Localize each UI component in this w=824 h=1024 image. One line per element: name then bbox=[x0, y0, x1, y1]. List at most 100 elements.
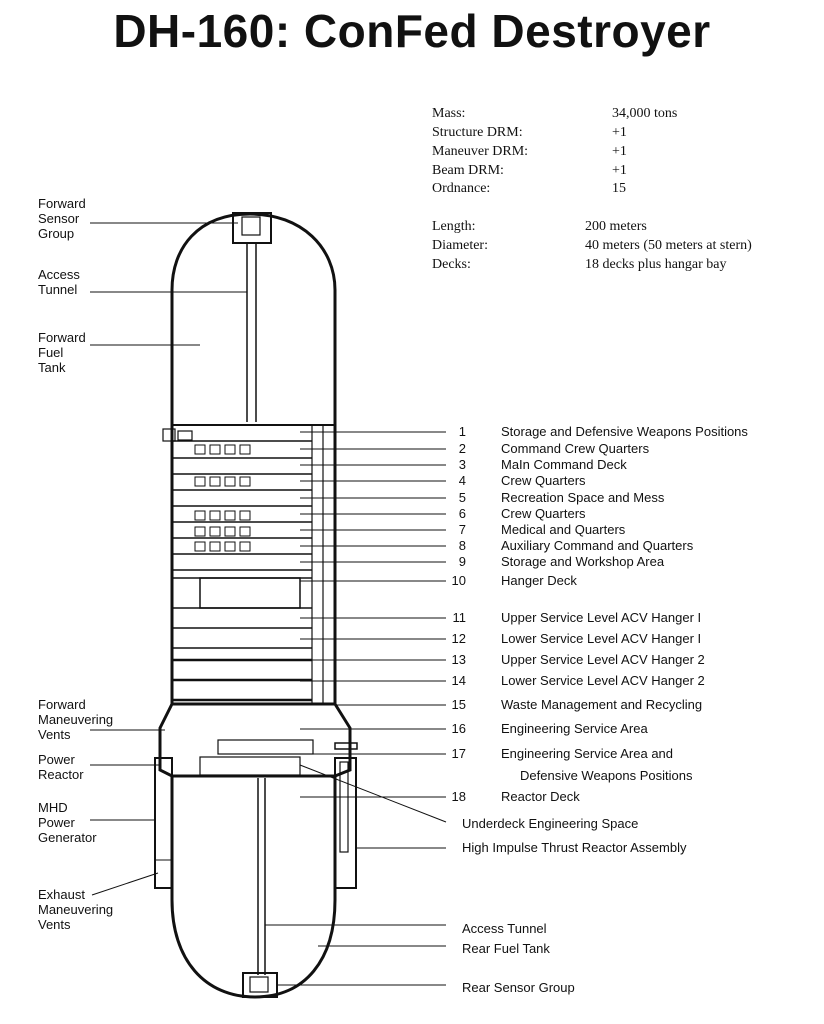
mhd-power-generator bbox=[154, 757, 173, 889]
deck-number: 14 bbox=[451, 673, 466, 688]
label-forward-fuel-tank: Forward Fuel Tank bbox=[38, 330, 86, 375]
deck-name: Upper Service Level ACV Hanger 2 bbox=[501, 652, 705, 667]
label-line: Fuel bbox=[38, 345, 64, 360]
label-line: Reactor bbox=[38, 767, 84, 782]
deck-number: 3 bbox=[458, 457, 466, 472]
stat-label-mass: Mass: bbox=[432, 106, 466, 121]
deck-number: 6 bbox=[458, 506, 466, 521]
label-line: Forward bbox=[38, 330, 86, 345]
label-access-tunnel: Access Tunnel bbox=[38, 267, 80, 297]
deck-number: 13 bbox=[451, 652, 466, 667]
leader-line bbox=[299, 764, 447, 823]
cabin-box bbox=[194, 444, 206, 455]
label-high-impulse-thrust-reactor: High Impulse Thrust Reactor Assembly bbox=[462, 840, 687, 855]
ship-stats: Mass: 34,000 tons Structure DRM: +1 Mane… bbox=[0, 0, 824, 280]
deck-name: Medical and Quarters bbox=[501, 522, 626, 537]
deck-name: Storage and Defensive Weapons Positions bbox=[501, 424, 748, 439]
deck-name: MaIn Command Deck bbox=[501, 457, 627, 472]
deck-number: 18 bbox=[451, 789, 466, 804]
page-title: DH-160: ConFed Destroyer bbox=[113, 5, 711, 57]
cabin-box bbox=[209, 510, 221, 521]
stat-label-ordnance: Ordnance: bbox=[432, 181, 491, 196]
deck-name: Command Crew Quarters bbox=[501, 441, 650, 456]
stat-value-beam-drm: +1 bbox=[612, 163, 627, 178]
deck-name: Hanger Deck bbox=[501, 573, 577, 588]
label-line: Tank bbox=[38, 360, 66, 375]
deck-17-continuation: Defensive Weapons Positions bbox=[520, 768, 693, 783]
stat-value-maneuver-drm: +1 bbox=[612, 144, 627, 159]
deck-number: 16 bbox=[451, 721, 466, 736]
hangar-bay bbox=[199, 577, 301, 609]
cabin-box bbox=[239, 510, 251, 521]
label-line: Power bbox=[38, 752, 75, 767]
deck-name: Engineering Service Area bbox=[501, 721, 648, 736]
label-line: Group bbox=[38, 226, 75, 241]
deck-name: Reactor Deck bbox=[501, 789, 580, 804]
cabin-box bbox=[224, 476, 236, 487]
label-forward-sensor-group: Forward Sensor Group bbox=[38, 196, 86, 241]
label-line: Vents bbox=[38, 917, 71, 932]
deck-name: Storage and Workshop Area bbox=[501, 554, 665, 569]
label-line: MHD bbox=[38, 800, 68, 815]
leader-line bbox=[91, 872, 159, 896]
cabin-box bbox=[194, 476, 206, 487]
deck-name: Engineering Service Area and bbox=[501, 746, 674, 761]
deck-number: 7 bbox=[458, 522, 466, 537]
deck-number: 9 bbox=[458, 554, 466, 569]
cabin-box bbox=[239, 444, 251, 455]
label-underdeck-engineering-space: Underdeck Engineering Space bbox=[462, 816, 639, 831]
engineering-section bbox=[158, 702, 352, 778]
label-line: Power bbox=[38, 815, 75, 830]
cabin-box bbox=[224, 526, 236, 537]
cabin-box bbox=[224, 444, 236, 455]
label-line: Maneuvering bbox=[38, 902, 114, 917]
stat-value-decks: 18 decks plus hangar bay bbox=[585, 257, 727, 272]
cabin-box bbox=[239, 541, 251, 552]
label-line: Sensor bbox=[38, 211, 80, 226]
cabin-box bbox=[194, 541, 206, 552]
stat-value-structure-drm: +1 bbox=[612, 125, 627, 140]
stat-label-decks: Decks: bbox=[432, 257, 471, 272]
stat-value-diameter: 40 meters (50 meters at stern) bbox=[585, 238, 752, 253]
deck-number: 10 bbox=[451, 573, 466, 588]
deck-number: 5 bbox=[458, 490, 466, 505]
label-line: Forward bbox=[38, 697, 86, 712]
deck-number: 12 bbox=[451, 631, 466, 646]
stat-label-maneuver-drm: Maneuver DRM: bbox=[432, 144, 529, 159]
cabin-box bbox=[239, 476, 251, 487]
label-line: Access bbox=[38, 267, 80, 282]
label-exhaust-maneuvering-vents: Exhaust Maneuvering Vents bbox=[38, 887, 113, 932]
cabin-box bbox=[224, 510, 236, 521]
forward-sensor-group bbox=[232, 212, 272, 244]
stat-value-ordnance: 15 bbox=[612, 181, 626, 196]
label-rear-access-tunnel: Access Tunnel bbox=[462, 921, 547, 936]
label-forward-maneuvering-vents: Forward Maneuvering Vents bbox=[38, 697, 113, 742]
stat-label-beam-drm: Beam DRM: bbox=[432, 163, 504, 178]
deck-name: Auxiliary Command and Quarters bbox=[501, 538, 694, 553]
deck-number: 11 bbox=[452, 610, 467, 625]
stat-value-length: 200 meters bbox=[585, 219, 647, 234]
label-power-reactor: Power Reactor bbox=[38, 752, 84, 782]
cabin-box bbox=[209, 526, 221, 537]
label-line: Generator bbox=[38, 830, 97, 845]
deck-number: 4 bbox=[458, 473, 466, 488]
deck-name: Upper Service Level ACV Hanger I bbox=[501, 610, 702, 625]
deck-number: 2 bbox=[458, 441, 466, 456]
deck-name: Lower Service Level ACV Hanger 2 bbox=[501, 673, 705, 688]
cabin-box bbox=[209, 444, 221, 455]
thrust-reactor-assembly bbox=[334, 757, 357, 889]
forward-hull bbox=[170, 212, 337, 425]
deck-number: 17 bbox=[451, 746, 466, 761]
deck-number: 1 bbox=[458, 424, 466, 439]
deck-name: Lower Service Level ACV Hanger I bbox=[501, 631, 702, 646]
cabin-box bbox=[239, 526, 251, 537]
cabin-box bbox=[224, 541, 236, 552]
stat-label-length: Length: bbox=[432, 219, 476, 234]
deck-name: Crew Quarters bbox=[501, 473, 586, 488]
cabin-box bbox=[209, 541, 221, 552]
cabin-box bbox=[209, 476, 221, 487]
deck-name: Waste Management and Recycling bbox=[501, 697, 703, 712]
label-rear-sensor-group: Rear Sensor Group bbox=[462, 980, 575, 995]
deck-number: 15 bbox=[451, 697, 466, 712]
